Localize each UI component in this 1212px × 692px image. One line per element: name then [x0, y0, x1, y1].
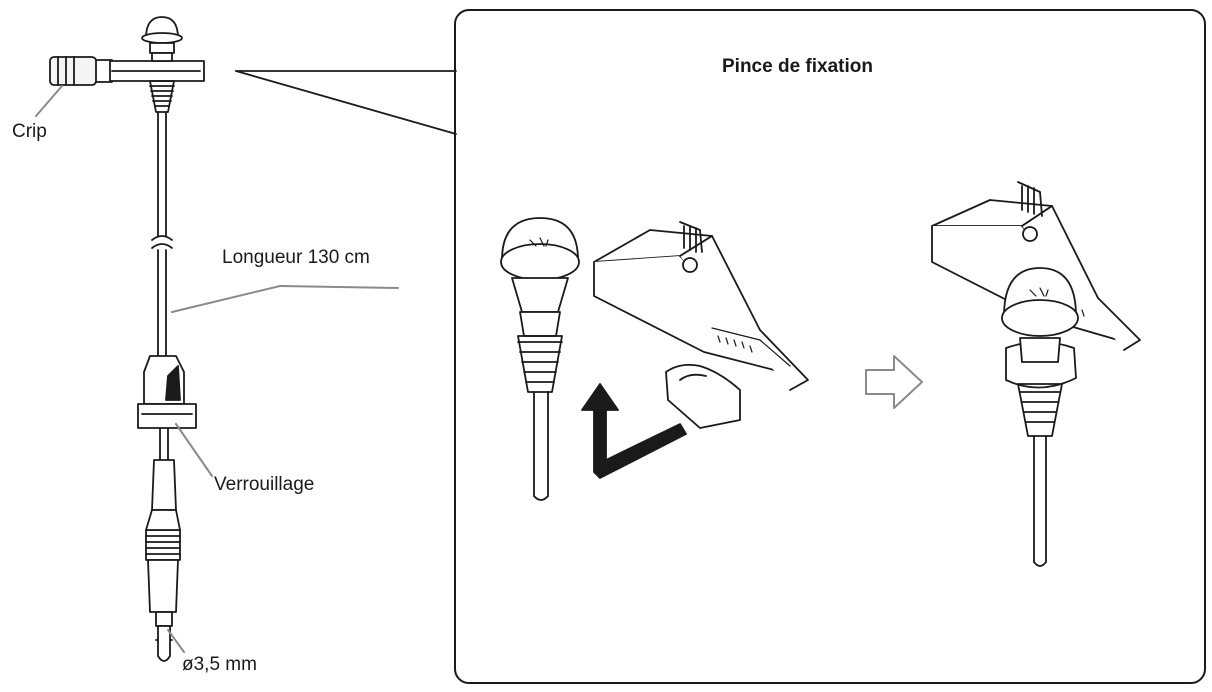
- mic-head: [141, 16, 183, 113]
- cable: [151, 111, 173, 357]
- mounting-clip: [593, 221, 809, 429]
- clip-label: Crip: [12, 121, 47, 142]
- plug: [145, 427, 181, 662]
- callout-connector: [235, 70, 457, 135]
- lock-label: Verrouillage: [214, 474, 315, 495]
- microphone-assembly: [49, 16, 205, 662]
- length-label: Longueur 130 cm: [222, 247, 370, 268]
- detail-panel-frame: [454, 9, 1206, 684]
- small-microphone: [500, 217, 580, 501]
- clip-part: [49, 56, 205, 86]
- insert-arrow: [581, 383, 687, 479]
- plug-diameter-label: ø3,5 mm: [182, 654, 257, 675]
- lock-collar: [137, 355, 197, 429]
- assembled-microphone-clip: [931, 181, 1141, 567]
- result-arrow: [865, 355, 923, 409]
- panel-title: Pince de fixation: [722, 56, 873, 77]
- leader-lines: [35, 85, 399, 653]
